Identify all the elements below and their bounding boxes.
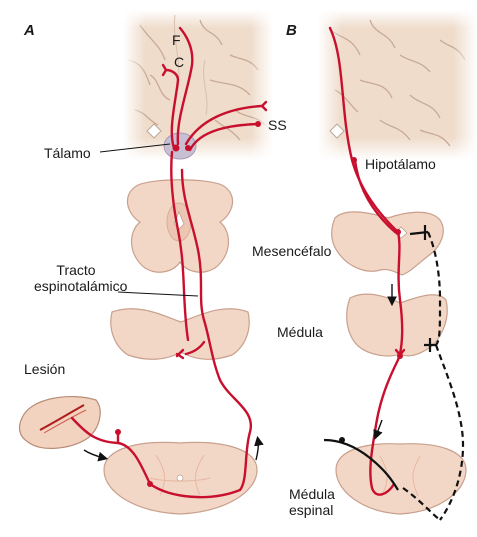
midbrain-section-a — [127, 180, 232, 272]
label-medula-espinal-line2: espinal — [289, 502, 335, 518]
label-ss: SS — [268, 117, 287, 133]
brain-section-a — [123, 10, 273, 160]
label-medula-espinal-line1: Médula — [289, 486, 335, 502]
panel-label-a: A — [24, 22, 35, 39]
label-f: F — [172, 32, 181, 48]
label-tracto-line1: Tracto — [34, 262, 118, 278]
label-tracto-espinotalamico: Tracto espinotalámico — [34, 262, 118, 294]
label-mesencefalo: Mesencéfalo — [252, 243, 331, 259]
label-lesion: Lesión — [24, 361, 65, 377]
panel-label-b: B — [286, 22, 297, 39]
medulla-section-b — [347, 294, 448, 356]
label-hipotalamo: Hipotálamo — [365, 156, 436, 172]
label-talamo: Tálamo — [44, 145, 91, 161]
label-c: C — [174, 54, 184, 70]
label-medula: Médula — [277, 324, 323, 340]
label-tracto-line2: espinotalámico — [34, 278, 118, 294]
spinal-cord-a — [104, 442, 257, 514]
label-medula-espinal: Médula espinal — [289, 486, 335, 518]
spinal-cord-b — [336, 444, 466, 514]
skin-lesion — [20, 397, 101, 449]
synapse-dots-a — [115, 121, 261, 487]
